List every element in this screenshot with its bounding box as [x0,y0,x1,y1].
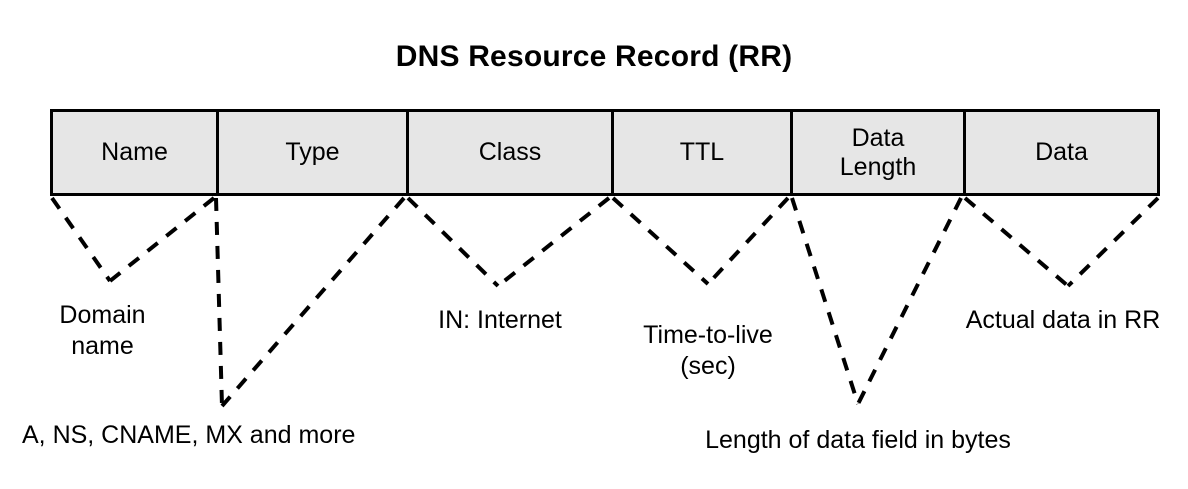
leader-data-length-right [856,197,963,405]
leader-type-left [214,197,224,407]
leader-ttl-left [611,196,710,286]
rr-field-cell-type: Type [219,112,409,193]
leader-data-left [963,196,1070,288]
annotation-data-length-bytes: Length of data field in bytes [705,426,1011,454]
rr-field-cell-data-length: Data Length [793,112,966,193]
annotation-type-record-types: A, NS, CNAME, MX and more [22,421,356,449]
leader-class-left [406,196,500,288]
rr-field-cell-name: Name [53,112,219,193]
dns-rr-field-table: Name Type Class TTL Data Length Data [50,109,1160,196]
rr-field-cell-class: Class [409,112,614,193]
annotation-data-actual: Actual data in RR [965,306,1161,334]
leader-name-left [50,196,112,283]
leader-class-right [496,196,611,288]
leader-name-right [108,196,216,283]
leader-data-right [1066,196,1160,288]
annotation-ttl-seconds: Time-to-live (sec) [643,321,773,380]
leader-type-right [220,196,406,408]
page-title: DNS Resource Record (RR) [395,40,793,73]
rr-field-cell-data: Data [966,112,1157,193]
leader-ttl-right [706,196,790,286]
annotation-class-internet: IN: Internet [438,306,562,334]
annotation-name-domain: Domain name [59,301,146,360]
rr-field-cell-ttl: TTL [614,112,793,193]
